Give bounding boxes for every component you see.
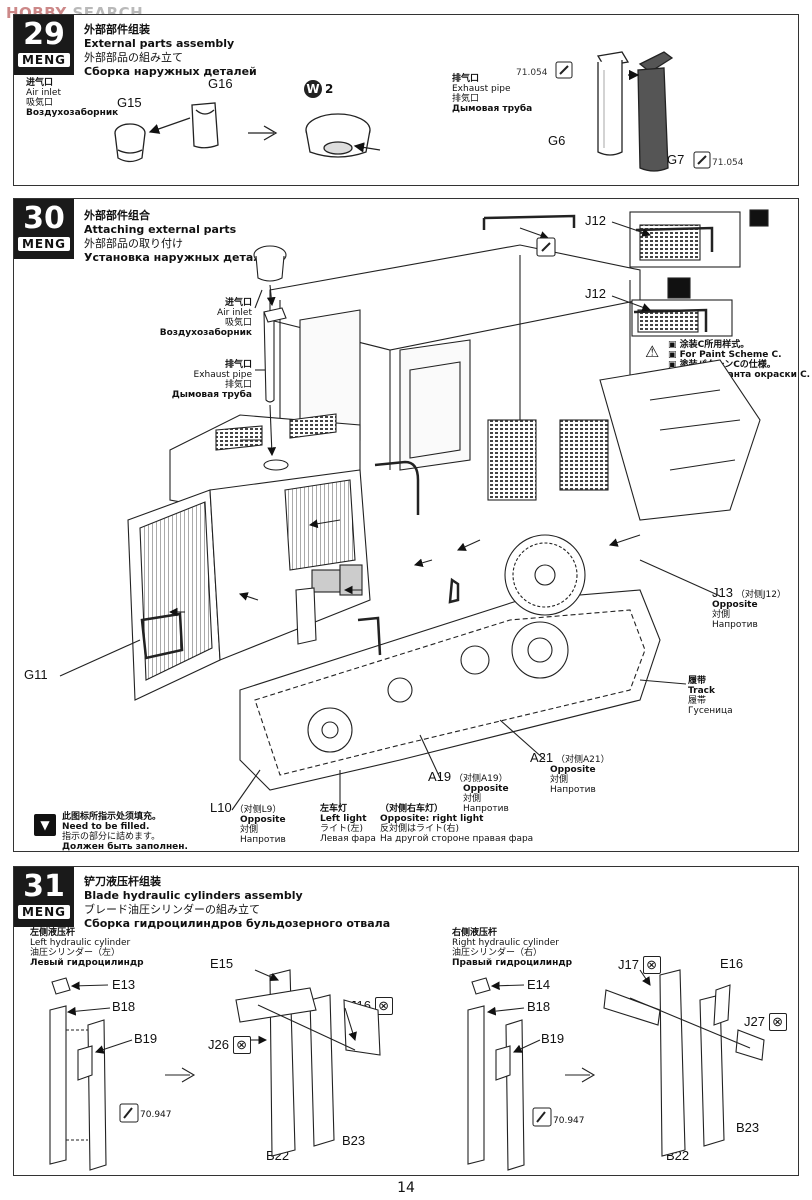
title-jp: 外部部品の取り付け <box>84 237 183 250</box>
part-g6: G6 <box>548 133 566 148</box>
step-31-panel: 31 MENG 铲刀液压杆组装 Blade hydraulic cylinder… <box>13 866 799 1176</box>
step-29-badge: 29 MENG <box>14 15 74 75</box>
step-31-titles: 铲刀液压杆组装 Blade hydraulic cylinders assemb… <box>84 875 390 931</box>
right-cylinder-label: 右侧液压杆 Right hydraulic cylinder 油圧シリンダー（右… <box>452 928 573 968</box>
remove-mark-icon: ⊗ <box>642 956 661 974</box>
step30-exhaust-label: 排气口 Exhaust pipe 排気口 Дымовая труба <box>171 360 252 400</box>
paint-code-g6: 71.054 <box>516 68 548 78</box>
title-cn: 外部部件组装 <box>84 23 150 36</box>
step-30-titles: 外部部件组合 Attaching external parts 外部部品の取り付… <box>84 209 277 265</box>
step-number: 29 <box>23 17 65 52</box>
paint-scheme-note: ▣ 涂装C所用样式。 ▣ For Paint Scheme C. ▣ 塗装パター… <box>668 340 811 380</box>
step-number: 30 <box>23 201 65 236</box>
warning-icon: ⚠ <box>645 342 660 361</box>
title-en: External parts assembly <box>84 37 235 50</box>
part-b18-right: B18 <box>527 999 551 1014</box>
step29-exhaust-label: 排气口 Exhaust pipe 排気口 Дымовая труба <box>452 74 533 114</box>
title-cn: 外部部件组合 <box>84 209 150 222</box>
title-ru: Сборка наружных деталей <box>84 65 257 78</box>
part-e16: E16 <box>720 956 744 971</box>
title-en: Blade hydraulic cylinders assembly <box>84 889 303 902</box>
page-number: 14 <box>397 1180 415 1196</box>
remove-mark-icon: ⊗ <box>374 997 393 1015</box>
title-ru: Сборка гидроцилиндров бульдозерного отва… <box>84 917 391 930</box>
part-j26: J26 ⊗ <box>208 1036 251 1054</box>
meng-logo: MENG <box>18 237 70 251</box>
title-ru: Установка наружных деталей <box>84 251 277 264</box>
part-b22-right: B22 <box>666 1148 690 1163</box>
step-30-panel: 30 MENG 外部部件组合 Attaching external parts … <box>13 198 799 852</box>
part-g16: G16 <box>208 76 233 91</box>
glue-badge: WW 22 <box>304 80 333 98</box>
title-en: Attaching external parts <box>84 223 237 236</box>
paint-code-left: 70.947 <box>140 1110 172 1120</box>
paint-code-g7: 71.054 <box>712 158 744 168</box>
step29-air-inlet-label: 进气口 Air inlet 吸気口 Воздухозаборник <box>26 78 119 118</box>
part-j16: J16 ⊗ <box>350 997 393 1015</box>
part-l10-label: L10 （对侧L9） Opposite 対側 Напротив <box>210 800 286 845</box>
part-j12-top: J12 <box>585 213 606 228</box>
part-g11: G11 <box>24 667 48 682</box>
step30-air-inlet-label: 进气口 Air inlet 吸気口 Воздухозаборник <box>159 298 252 338</box>
part-g7: G7 <box>667 152 685 167</box>
part-b19-left: B19 <box>134 1031 158 1046</box>
step-30-badge: 30 MENG <box>14 199 74 259</box>
part-j12-mid: J12 <box>585 286 606 301</box>
remove-mark-icon: ⊗ <box>232 1036 251 1054</box>
left-cylinder-label: 左侧液压杆 Left hydraulic cylinder 油圧シリンダー（左）… <box>30 928 144 968</box>
left-light-label: 左车灯 Left light ライト(左) Левая фара <box>320 804 376 844</box>
step-31-badge: 31 MENG <box>14 867 74 927</box>
right-light-label: （对侧右车灯） Opposite: right light 反対側はライト(右)… <box>380 804 534 844</box>
part-b23-right: B23 <box>736 1120 760 1135</box>
part-b18-left: B18 <box>112 999 136 1014</box>
meng-logo: MENG <box>18 905 70 919</box>
part-a21-label: A21 （对侧A21） Opposite 対側 Напротив <box>530 750 610 795</box>
track-label: 履带 Track 履帯 Гусеница <box>688 676 733 716</box>
step-number: 31 <box>23 869 65 904</box>
fill-icon: ▼ <box>34 814 56 836</box>
part-e13: E13 <box>112 977 136 992</box>
meng-logo: MENG <box>18 53 70 67</box>
title-jp: ブレード油圧シリンダーの組み立て <box>84 903 260 916</box>
step-29-titles: 外部部件组装 External parts assembly 外部部品の組み立て… <box>84 23 257 79</box>
part-j17: J17 ⊗ <box>618 956 661 974</box>
part-b23-left: B23 <box>342 1133 366 1148</box>
paint-code-right: 70.947 <box>553 1116 585 1126</box>
glue-icon: W <box>304 80 322 98</box>
fill-note: 此图标所指示处须填充。 Need to be filled. 指示の部分に詰めま… <box>62 812 188 852</box>
part-j13-label: J13 （对侧J12） Opposite 対側 Напротив <box>712 585 786 630</box>
part-b19-right: B19 <box>541 1031 565 1046</box>
remove-mark-icon: ⊗ <box>768 1013 787 1031</box>
part-g15: G15 <box>117 95 142 110</box>
part-b22-left: B22 <box>266 1148 290 1163</box>
part-e14: E14 <box>527 977 551 992</box>
title-cn: 铲刀液压杆组装 <box>84 875 161 888</box>
title-jp: 外部部品の組み立て <box>84 51 183 64</box>
part-e15: E15 <box>210 956 234 971</box>
part-j27: J27 ⊗ <box>744 1013 787 1031</box>
